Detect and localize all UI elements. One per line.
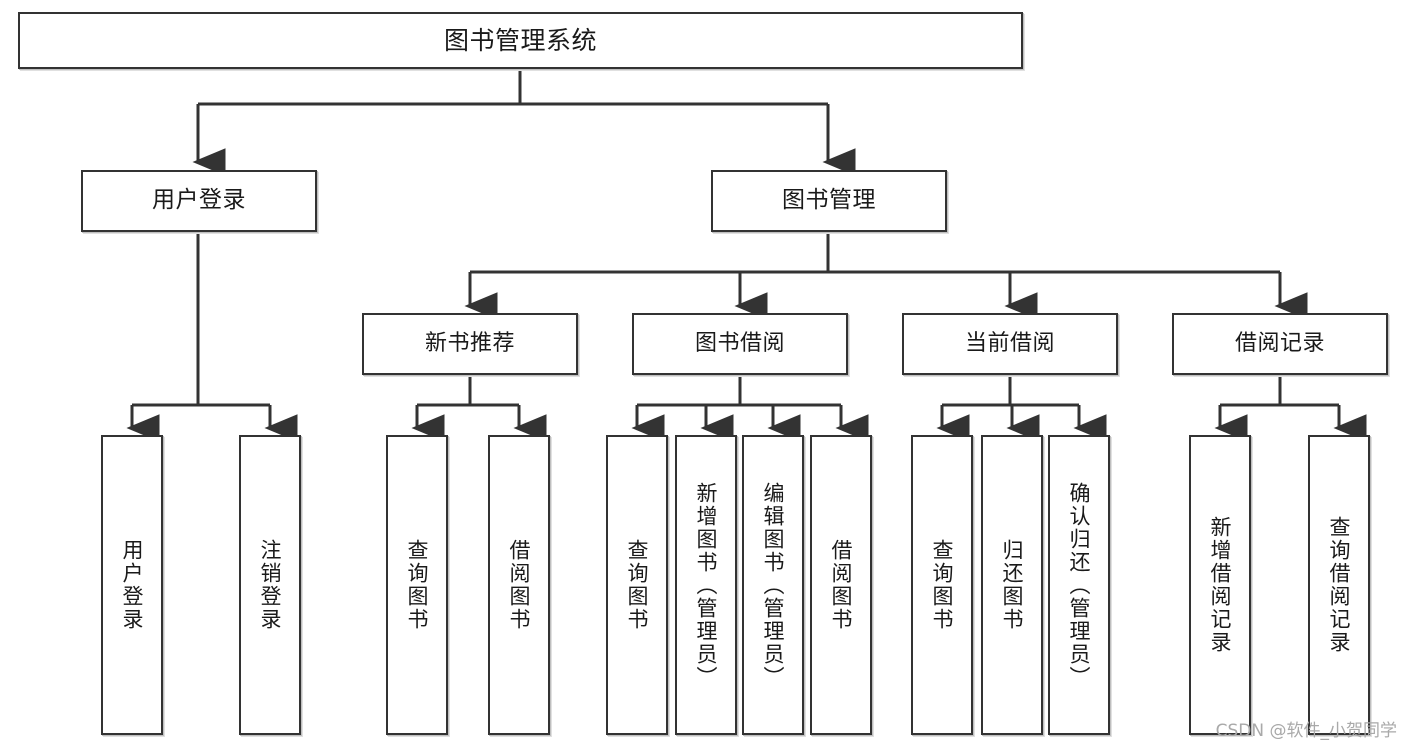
- node-new-book-rec[interactable]: 新书推荐: [362, 313, 578, 375]
- node-current-borrow-label: 当前借阅: [964, 331, 1055, 357]
- node-leaf-add-record-label: 新增借阅记录: [1208, 516, 1233, 654]
- node-leaf-query-record-label: 查询借阅记录: [1327, 516, 1352, 654]
- node-leaf-confirm-return-admin-label: 确认归还（管理员）: [1067, 481, 1092, 689]
- node-leaf-return-book[interactable]: 归还图书: [981, 435, 1043, 735]
- node-book-manage-label: 图书管理: [782, 187, 876, 214]
- node-borrow-record-label: 借阅记录: [1234, 331, 1325, 357]
- watermark-text: CSDN @软件_小贺同学: [1215, 721, 1397, 741]
- node-leaf-query-book-borrow[interactable]: 查询图书: [606, 435, 668, 735]
- node-leaf-user-logout[interactable]: 注销登录: [239, 435, 301, 735]
- node-leaf-query-book-borrow-label: 查询图书: [625, 539, 650, 631]
- node-leaf-add-book-admin[interactable]: 新增图书（管理员）: [675, 435, 737, 735]
- node-leaf-user-login[interactable]: 用户登录: [101, 435, 163, 735]
- node-leaf-edit-book-admin-label: 编辑图书（管理员）: [761, 481, 786, 689]
- node-leaf-query-book-rec-label: 查询图书: [405, 539, 430, 631]
- node-leaf-borrow-book[interactable]: 借阅图书: [810, 435, 872, 735]
- node-leaf-edit-book-admin[interactable]: 编辑图书（管理员）: [742, 435, 804, 735]
- node-leaf-borrow-book-rec-label: 借阅图书: [507, 539, 532, 631]
- node-leaf-add-book-admin-label: 新增图书（管理员）: [694, 481, 719, 689]
- node-current-borrow[interactable]: 当前借阅: [902, 313, 1118, 375]
- node-root-label: 图书管理系统: [443, 25, 597, 55]
- node-book-manage[interactable]: 图书管理: [711, 170, 947, 232]
- node-root[interactable]: 图书管理系统: [18, 12, 1023, 69]
- node-borrow-record[interactable]: 借阅记录: [1172, 313, 1388, 375]
- node-leaf-query-book-cur[interactable]: 查询图书: [911, 435, 973, 735]
- node-book-borrow[interactable]: 图书借阅: [632, 313, 848, 375]
- node-leaf-user-logout-label: 注销登录: [258, 539, 283, 631]
- node-leaf-borrow-book-label: 借阅图书: [829, 539, 854, 631]
- node-user-login[interactable]: 用户登录: [81, 170, 317, 232]
- node-leaf-query-book-rec[interactable]: 查询图书: [386, 435, 448, 735]
- node-leaf-user-login-label: 用户登录: [120, 539, 145, 631]
- node-user-login-label: 用户登录: [152, 187, 246, 214]
- node-leaf-confirm-return-admin[interactable]: 确认归还（管理员）: [1048, 435, 1110, 735]
- node-leaf-return-book-label: 归还图书: [1000, 539, 1025, 631]
- node-leaf-add-record[interactable]: 新增借阅记录: [1189, 435, 1251, 735]
- node-book-borrow-label: 图书借阅: [694, 331, 785, 357]
- node-leaf-query-record[interactable]: 查询借阅记录: [1308, 435, 1370, 735]
- node-leaf-borrow-book-rec[interactable]: 借阅图书: [488, 435, 550, 735]
- node-leaf-query-book-cur-label: 查询图书: [930, 539, 955, 631]
- node-new-book-rec-label: 新书推荐: [424, 331, 515, 357]
